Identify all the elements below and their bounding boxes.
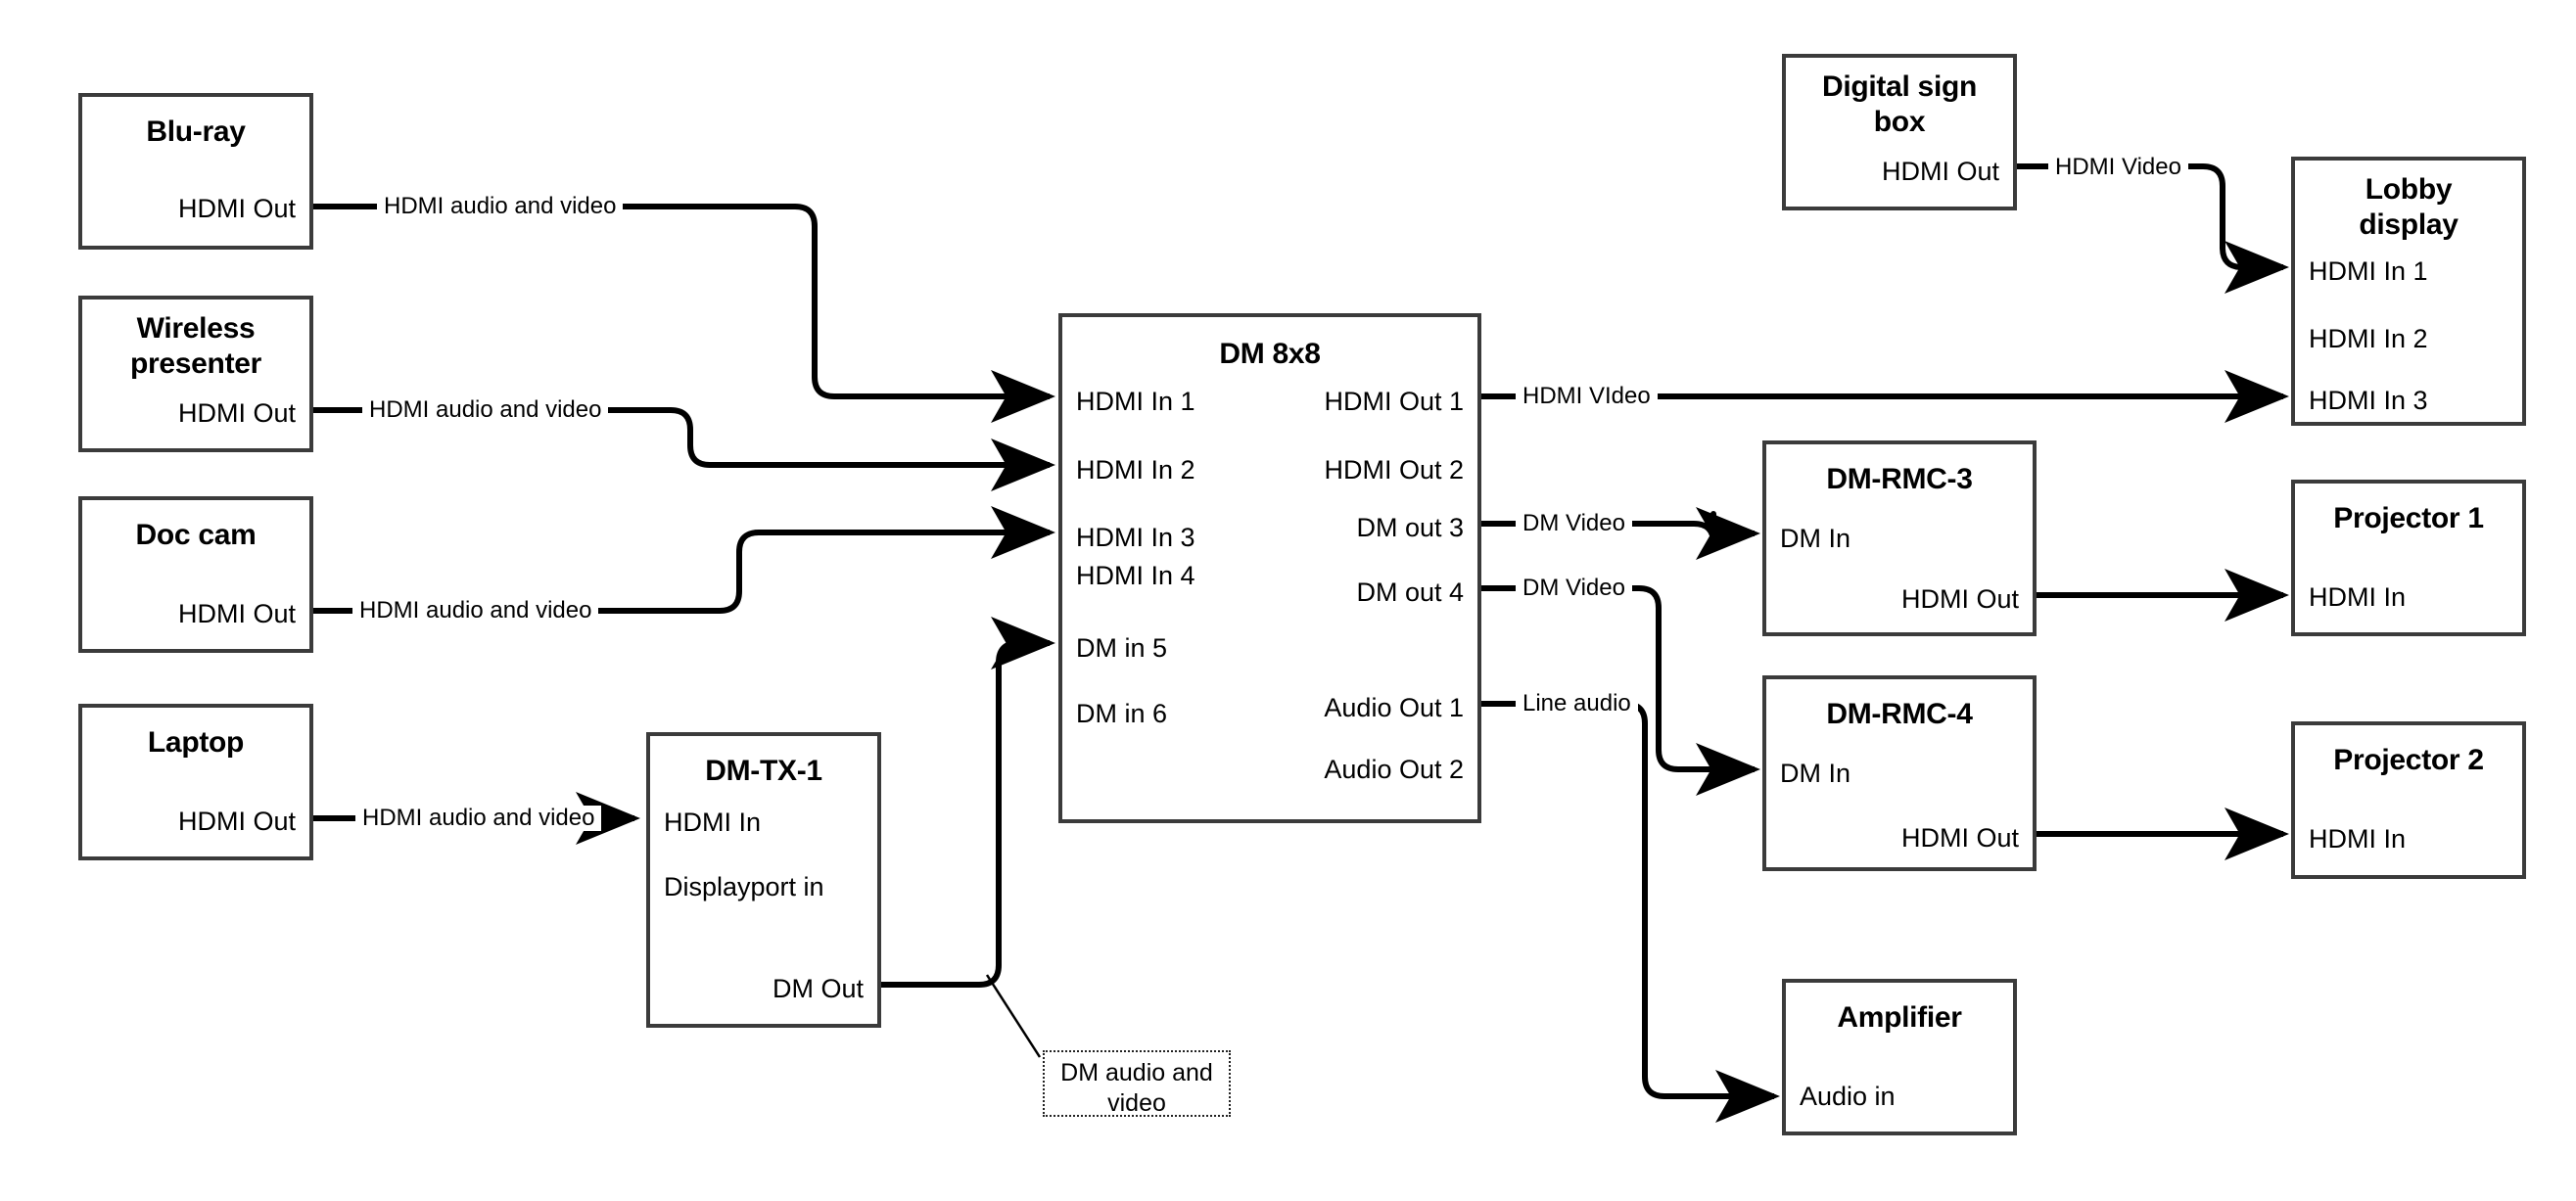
node-wireless-presenter-title-line2: presenter (129, 347, 262, 380)
node-dm-8x8-input-5: DM in 5 (1076, 633, 1168, 663)
node-dm-8x8[interactable]: DM 8x8 HDMI In 1 HDMI In 2 HDMI In 3 HDM… (1058, 313, 1481, 823)
node-digital-sign-box[interactable]: Digital sign box HDMI Out (1782, 54, 2017, 210)
node-lobby-display-title-line1: Lobby (2365, 173, 2453, 206)
wire-dm-audio-to-amp-in (1481, 701, 1780, 1123)
node-doc-cam[interactable]: Doc cam HDMI Out (78, 496, 313, 653)
node-doc-cam-title: Doc cam (135, 519, 257, 551)
wire-label-sign-to-lobby: HDMI Video (2048, 155, 2188, 180)
node-dm-8x8-input-4: HDMI In 4 (1076, 561, 1195, 590)
node-projector-2[interactable]: Projector 2 HDMI In (2291, 721, 2526, 879)
node-lobby-display-input-3: HDMI In 3 (2309, 386, 2428, 415)
wire-label-dm-out1-to-lobby: HDMI VIdeo (1516, 384, 1658, 409)
node-dm-8x8-output-2: HDMI Out 2 (1324, 455, 1464, 485)
wire-label-dm-out4-to-rmc4: DM Video (1516, 576, 1632, 601)
node-dm-8x8-output-6: Audio Out 2 (1324, 755, 1464, 784)
node-wireless-presenter-port-hdmi-out: HDMI Out (177, 398, 296, 428)
node-projector-1-title: Projector 1 (2333, 502, 2484, 534)
wire-label-laptop-to-tx: HDMI audio and video (355, 806, 602, 831)
node-bluray[interactable]: Blu-ray HDMI Out (78, 93, 313, 250)
node-dm-rmc-3-port-hdmi-out: HDMI Out (1900, 584, 2019, 614)
node-dm-8x8-output-3: DM out 3 (1356, 513, 1464, 542)
node-dm-8x8-input-1: HDMI In 1 (1076, 387, 1195, 416)
node-laptop-title: Laptop (147, 726, 245, 759)
node-dm-rmc-4-title: DM-RMC-4 (1826, 698, 1973, 730)
node-bluray-title: Blu-ray (146, 115, 246, 148)
node-dm-8x8-output-4: DM out 4 (1356, 577, 1464, 607)
wire-label-doccam-to-dm: HDMI audio and video (352, 598, 599, 624)
wire-dm-out4-to-rmc4-in (1481, 585, 1760, 796)
node-amplifier-title: Amplifier (1837, 1001, 1962, 1034)
node-dm-rmc-3-title: DM-RMC-3 (1826, 463, 1973, 495)
leader-dm-annotation (985, 974, 1042, 1058)
wire-label-wireless-to-dm: HDMI audio and video (362, 397, 609, 423)
node-dm-8x8-output-1: HDMI Out 1 (1324, 387, 1464, 416)
node-dm-rmc-3-port-dm-in: DM In (1780, 524, 1851, 553)
node-projector-2-title: Projector 2 (2333, 744, 2484, 776)
node-dm-tx-1-title: DM-TX-1 (705, 755, 822, 787)
node-amplifier[interactable]: Amplifier Audio in (1782, 979, 2017, 1135)
node-projector-1[interactable]: Projector 1 HDMI In (2291, 480, 2526, 636)
wire-tx-out-to-dm-in5 (881, 617, 1055, 988)
node-dm-8x8-input-3: HDMI In 3 (1076, 523, 1195, 552)
node-laptop-port-hdmi-out: HDMI Out (177, 807, 296, 836)
wire-label-bluray-to-dm: HDMI audio and video (377, 194, 624, 219)
node-digital-sign-box-title-line1: Digital sign (1821, 70, 1978, 103)
node-laptop[interactable]: Laptop HDMI Out (78, 704, 313, 860)
node-dm-tx-1-port-hdmi-in: HDMI In (664, 808, 762, 837)
node-dm-8x8-title: DM 8x8 (1219, 338, 1321, 370)
wire-sign-to-lobby-in1 (2017, 163, 2289, 294)
node-dm-tx-1-port-displayport-in: Displayport in (664, 872, 824, 901)
annotation-dm-audio-and-video: DM audio and video (1043, 1050, 1231, 1117)
node-wireless-presenter[interactable]: Wireless presenter HDMI Out (78, 296, 313, 452)
node-dm-rmc-3[interactable]: DM-RMC-3 DM In HDMI Out (1762, 440, 2037, 636)
node-bluray-port-hdmi-out: HDMI Out (177, 194, 296, 223)
node-projector-1-port-hdmi-in: HDMI In (2309, 582, 2407, 612)
node-lobby-display-input-2: HDMI In 2 (2309, 324, 2428, 353)
node-wireless-presenter-title-line1: Wireless (136, 312, 256, 345)
node-lobby-display-input-1: HDMI In 1 (2309, 256, 2428, 286)
node-dm-rmc-4-port-dm-in: DM In (1780, 759, 1851, 788)
wire-label-dm-out3-to-rmc3: DM Video (1516, 511, 1632, 536)
node-dm-tx-1[interactable]: DM-TX-1 HDMI In Displayport in DM Out (646, 732, 881, 1028)
node-dm-8x8-output-5: Audio Out 1 (1324, 693, 1464, 722)
node-amplifier-port-audio-in: Audio in (1800, 1082, 1896, 1111)
node-lobby-display-title-line2: display (2359, 208, 2459, 241)
node-projector-2-port-hdmi-in: HDMI In (2309, 824, 2407, 854)
node-dm-rmc-4[interactable]: DM-RMC-4 DM In HDMI Out (1762, 675, 2037, 871)
node-digital-sign-box-title-line2: box (1873, 106, 1926, 138)
node-dm-tx-1-port-dm-out: DM Out (772, 974, 864, 1003)
node-lobby-display[interactable]: Lobby display HDMI In 1 HDMI In 2 HDMI I… (2291, 157, 2526, 426)
wire-label-dm-audio-to-amp: Line audio (1516, 691, 1638, 716)
node-digital-sign-box-port-hdmi-out: HDMI Out (1881, 157, 1999, 186)
node-doc-cam-port-hdmi-out: HDMI Out (177, 599, 296, 628)
node-dm-rmc-4-port-hdmi-out: HDMI Out (1900, 823, 2019, 853)
wire-bluray-to-dm-in1 (313, 204, 1055, 423)
node-dm-8x8-input-2: HDMI In 2 (1076, 455, 1195, 485)
node-dm-8x8-input-6: DM in 6 (1076, 699, 1168, 728)
